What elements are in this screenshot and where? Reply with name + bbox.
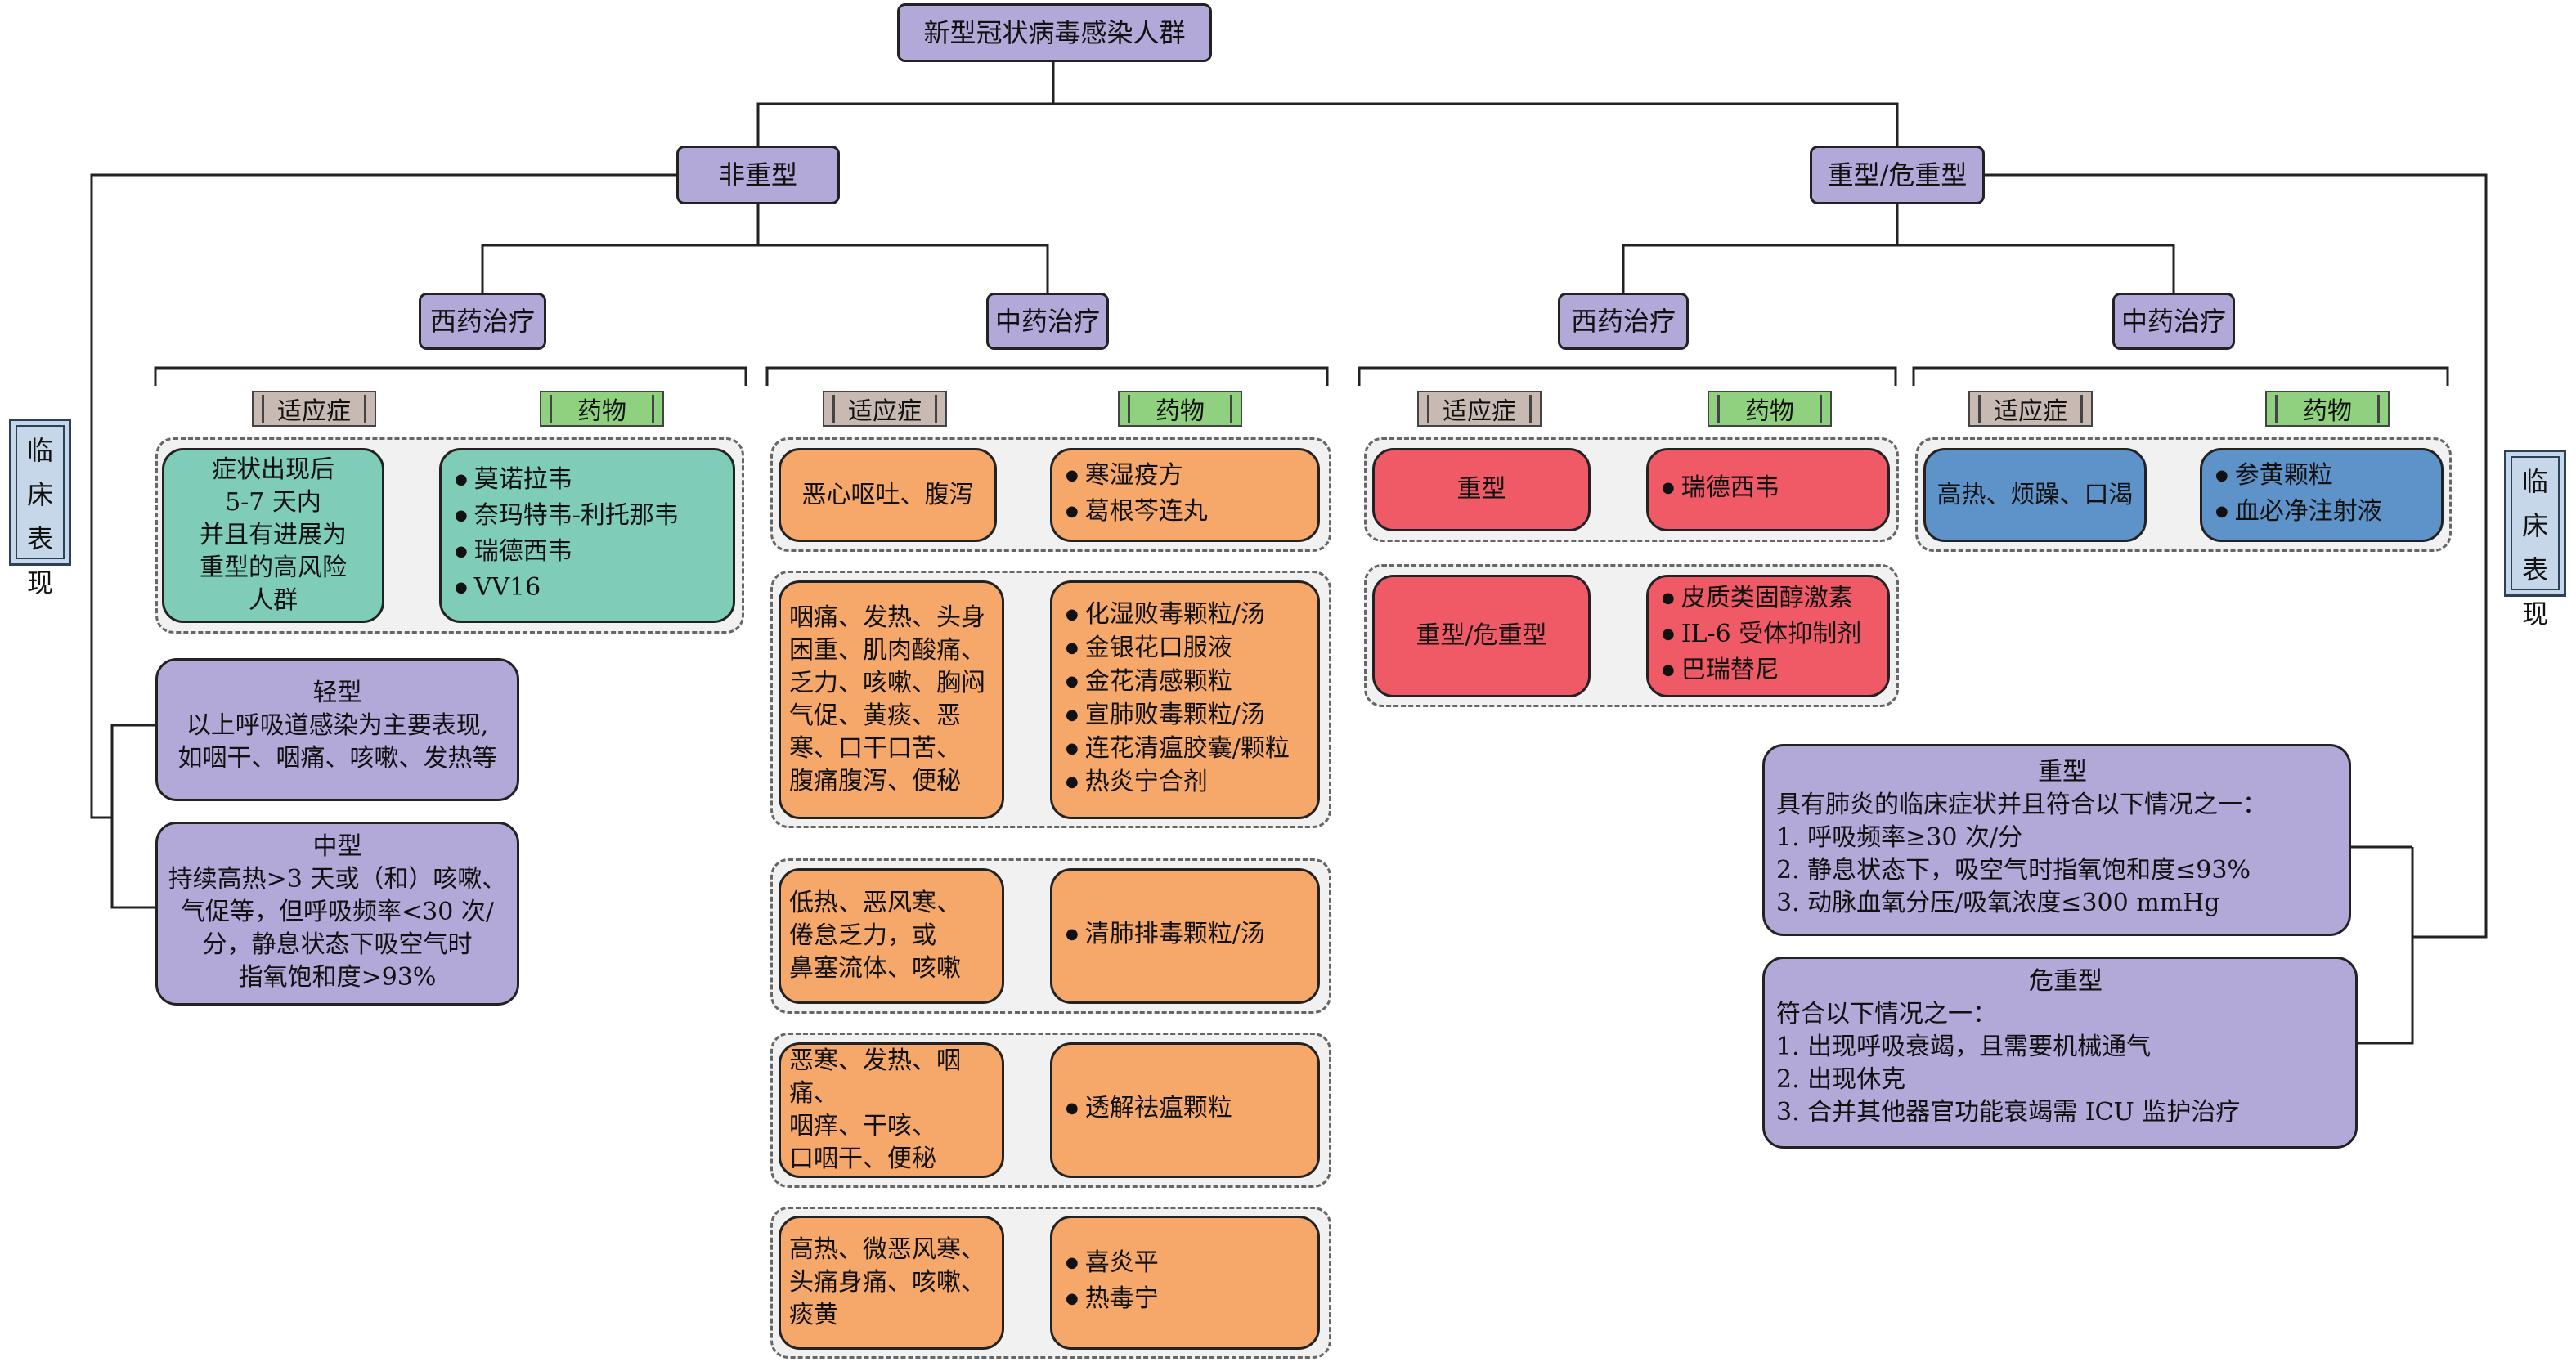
nonsevere-western-category: 西药治疗 [419,293,546,350]
severe-western-indication-2: 重型/危重型 [1372,575,1591,697]
drug-item: 瑞德西韦 [455,535,679,571]
drug-tag: 药物 [1118,391,1242,427]
critical-title: 危重型 [2029,967,2103,996]
clinical-label-right: 临床表现 [2504,450,2566,629]
drug-tag: 药物 [540,391,664,427]
severe-western-indication-1: 重型 [1372,448,1591,531]
tcm-indication-2: 咽痛、发热、头身 困重、肌肉酸痛、 乏力、咳嗽、胸闷 气促、黄痰、恶 寒、口干口… [779,580,1004,819]
drug-item: 莫诺拉韦 [455,464,679,500]
tcm-indication-5: 高热、微恶风寒、 头痛身痛、咳嗽、 痰黄 [779,1216,1004,1350]
indication-tag: 适应症 [1968,391,2093,427]
drug-item: 血必净注射液 [2215,495,2382,531]
drug-item: 金银花口服液 [1066,633,1290,666]
branch-nonsevere: 非重型 [676,146,840,204]
moderate-title: 中型 [312,832,362,861]
drug-item: 参黄颗粒 [2215,459,2382,495]
tcm-drugs-5: 喜炎平 热毒宁 [1050,1216,1320,1350]
mild-title: 轻型 [312,679,362,707]
root-node: 新型冠状病毒感染人群 [897,3,1212,62]
drug-item: 连花清瘟胶囊/颗粒 [1066,733,1290,767]
drug-item: 皮质类固醇激素 [1662,582,1861,618]
drug-item: 宣肺败毒颗粒/汤 [1066,700,1290,733]
tcm-indication-4: 恶寒、发热、咽痛、 咽痒、干咳、 口咽干、便秘 [779,1042,1004,1178]
drug-item: 巴瑞替尼 [1662,654,1861,690]
severe-tcm-indication: 高热、烦躁、口渴 [1923,448,2147,542]
severe-tcm-drugs: 参黄颗粒 血必净注射液 [2200,448,2444,542]
tcm-indication-3: 低热、恶风寒、 倦怠乏力，或 鼻塞流体、咳嗽 [779,868,1004,1004]
drug-item: 奈玛特韦-利托那韦 [455,500,679,535]
tcm-drugs-3: 清肺排毒颗粒/汤 [1050,868,1320,1004]
tcm-drugs-1: 寒湿疫方 葛根芩连丸 [1050,448,1320,542]
drug-tag: 药物 [1708,391,1832,427]
severe-western-drugs-1: 瑞德西韦 [1646,448,1890,531]
drug-item: 热炎宁合剂 [1066,767,1290,800]
drug-item: VV16 [455,571,679,607]
indication-tag: 适应症 [1417,391,1542,427]
drug-tag: 药物 [2265,391,2390,427]
critical-description: 危重型 符合以下情况之一： 1. 出现呼吸衰竭，且需要机械通气 2. 出现休克 … [1762,957,2358,1149]
tcm-drugs-4: 透解祛瘟颗粒 [1050,1042,1320,1178]
tcm-drugs-2: 化湿败毒颗粒/汤 金银花口服液 金花清感颗粒 宣肺败毒颗粒/汤 连花清瘟胶囊/颗… [1050,580,1320,819]
nonsevere-western-drugs: 莫诺拉韦 奈玛特韦-利托那韦 瑞德西韦 VV16 [439,448,735,623]
indication-tag: 适应症 [823,391,947,427]
mild-description: 轻型 以上呼吸道感染为主要表现, 如咽干、咽痛、咳嗽、发热等 [155,658,519,801]
drug-item: 透解祛瘟颗粒 [1066,1092,1232,1128]
severe-western-category: 西药治疗 [1558,293,1689,350]
drug-item: 寒湿疫方 [1066,459,1208,495]
indication-tag: 适应症 [252,391,376,427]
nonsevere-tcm-category: 中药治疗 [986,293,1109,350]
nonsevere-western-indication: 症状出现后 5-7 天内 并且有进展为 重型的高风险 人群 [162,448,384,623]
severe-tcm-category: 中药治疗 [2112,293,2235,350]
drug-item: 喜炎平 [1066,1247,1159,1283]
drug-item: 葛根芩连丸 [1066,495,1208,531]
severe-western-drugs-2: 皮质类固醇激素 IL-6 受体抑制剂 巴瑞替尼 [1646,575,1890,697]
drug-item: 热毒宁 [1066,1283,1159,1319]
tcm-indication-1: 恶心呕吐、腹泻 [779,448,997,542]
drug-item: 化湿败毒颗粒/汤 [1066,599,1290,633]
severe-title: 重型 [2038,758,2087,786]
clinical-label-left: 临床表现 [9,419,71,598]
moderate-description: 中型 持续高热>3 天或（和）咳嗽、 气促等，但呼吸频率<30 次/ 分，静息状… [155,822,519,1006]
severe-description: 重型 具有肺炎的临床症状并且符合以下情况之一： 1. 呼吸频率≥30 次/分 2… [1762,744,2351,936]
drug-item: 金花清感颗粒 [1066,666,1290,700]
drug-item: IL-6 受体抑制剂 [1662,618,1862,654]
branch-severe: 重型/危重型 [1810,146,1985,204]
drug-item: 瑞德西韦 [1662,472,1779,508]
drug-item: 清肺排毒颗粒/汤 [1066,918,1265,954]
